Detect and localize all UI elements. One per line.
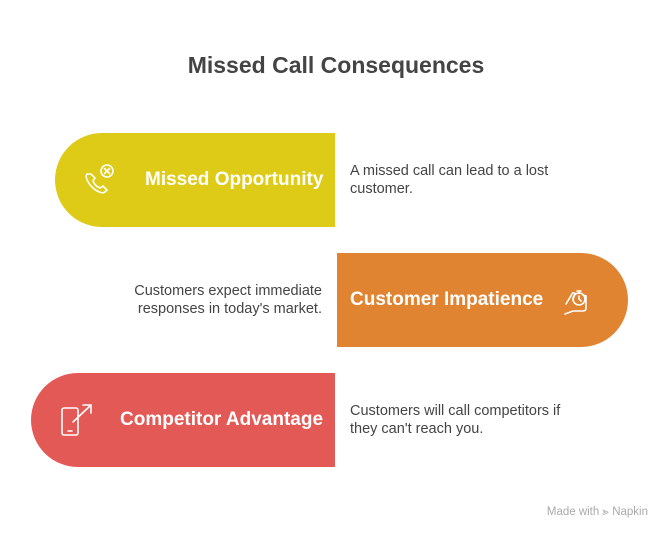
- customer-impatience-label: Customer Impatience: [350, 289, 544, 310]
- footer-credit[interactable]: Made with ⪢ Napkin: [547, 506, 648, 519]
- missed-opportunity-pill: Missed Opportunity: [55, 133, 335, 227]
- competitor-advantage-description: Customers will call competitors if they …: [350, 403, 561, 437]
- phone-missed-icon: [85, 164, 114, 194]
- customer-impatience-pill: Customer Impatience: [337, 253, 628, 347]
- missed-opportunity-label: Missed Opportunity: [145, 169, 324, 190]
- hand-stopwatch-icon: [564, 290, 587, 315]
- missed-opportunity-description: A missed call can lead to a lost custome…: [350, 163, 549, 197]
- footer-brand: Napkin: [612, 506, 648, 518]
- competitor-advantage-pill: Competitor Advantage: [31, 373, 335, 467]
- customer-impatience-description: Customers expect immediate responses in …: [134, 283, 322, 317]
- napkin-logo-icon: ⪢: [602, 506, 609, 518]
- page-title: Missed Call Consequences: [187, 52, 485, 78]
- phone-arrow-icon: [61, 404, 92, 436]
- competitor-advantage-label: Competitor Advantage: [120, 409, 324, 430]
- footer-text: Made with: [546, 506, 600, 518]
